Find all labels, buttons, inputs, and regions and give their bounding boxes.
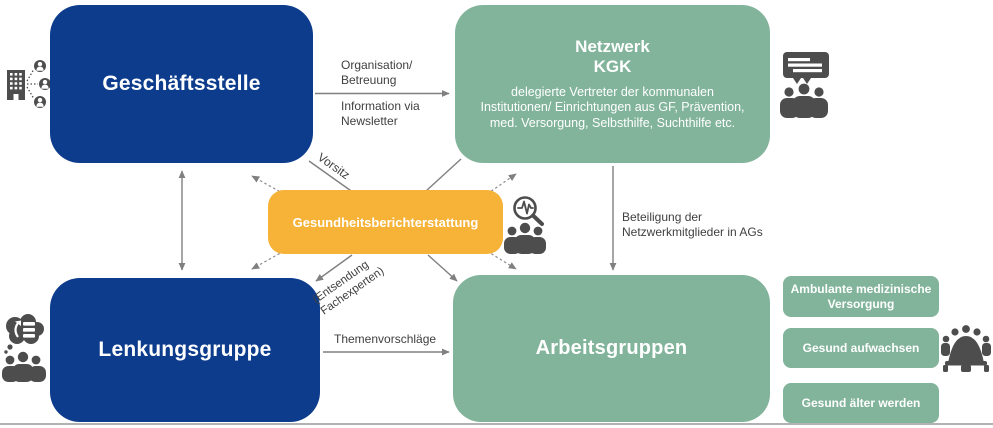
ag-item-label: Gesund aufwachsen <box>802 340 920 355</box>
arbeitsgruppen-label: Arbeitsgruppen <box>535 337 688 359</box>
working-group-table-icon <box>941 325 991 372</box>
presentation-audience-icon <box>780 52 829 118</box>
box-netzwerk-kgk: Netzwerk KGK delegierte Vertreter der ko… <box>455 5 770 163</box>
ag-item-gesund-aufwachsen: Gesund aufwachsen <box>783 328 939 368</box>
ag-item-ambulante-versorgung: Ambulante medizinische Versorgung <box>783 276 939 317</box>
health-report-analysis-icon <box>504 196 546 254</box>
edge-label-beteiligung: Beteiligung der Netzwerkmitglieder in AG… <box>622 210 763 239</box>
edge-label-themenvorschlaege: Themenvorschläge <box>334 332 437 346</box>
box-lenkungsgruppe: Lenkungsgruppe <box>50 278 320 422</box>
edge-vorsitz-line <box>308 160 355 194</box>
ag-item-gesund-aelter-werden: Gesund älter werden <box>783 383 939 423</box>
edge-label-organisation: Organisation/ Betreuung <box>341 58 413 87</box>
gesundheitsberichterstattung-label: Gesundheitsberichterstattung <box>292 214 479 230</box>
box-gesundheitsberichterstattung: Gesundheitsberichterstattung <box>268 190 503 254</box>
person-badge <box>34 60 50 108</box>
lenkungsgruppe-label: Lenkungsgruppe <box>98 338 272 361</box>
edge-netzwerk-gbe-line <box>425 158 462 192</box>
netzwerk-kgk-title: Netzwerk KGK <box>575 36 650 76</box>
netzwerk-kgk-subtitle: delegierte Vertreter der kommunalen Inst… <box>480 84 745 130</box>
committee-discussion-icon <box>2 314 46 382</box>
edge-label-information: Information via Newsletter <box>341 99 420 128</box>
box-arbeitsgruppen: Arbeitsgruppen <box>453 275 770 422</box>
edge-dotted-gbe-lenkungsgruppe <box>251 250 285 270</box>
ag-item-label: Ambulante medizinische Versorgung <box>790 281 932 311</box>
geschaeftsstelle-label: Geschäftsstelle <box>102 72 261 95</box>
edge-entsendung-arrow <box>315 254 353 282</box>
ag-item-label: Gesund älter werden <box>801 395 921 410</box>
building-people-network-icon <box>7 60 50 108</box>
box-geschaeftsstelle: Geschäftsstelle <box>50 5 313 163</box>
edge-gbe-arbeitsgruppen-arrow <box>427 254 458 282</box>
edge-dotted-gbe-arbeitsgruppen <box>486 250 517 270</box>
